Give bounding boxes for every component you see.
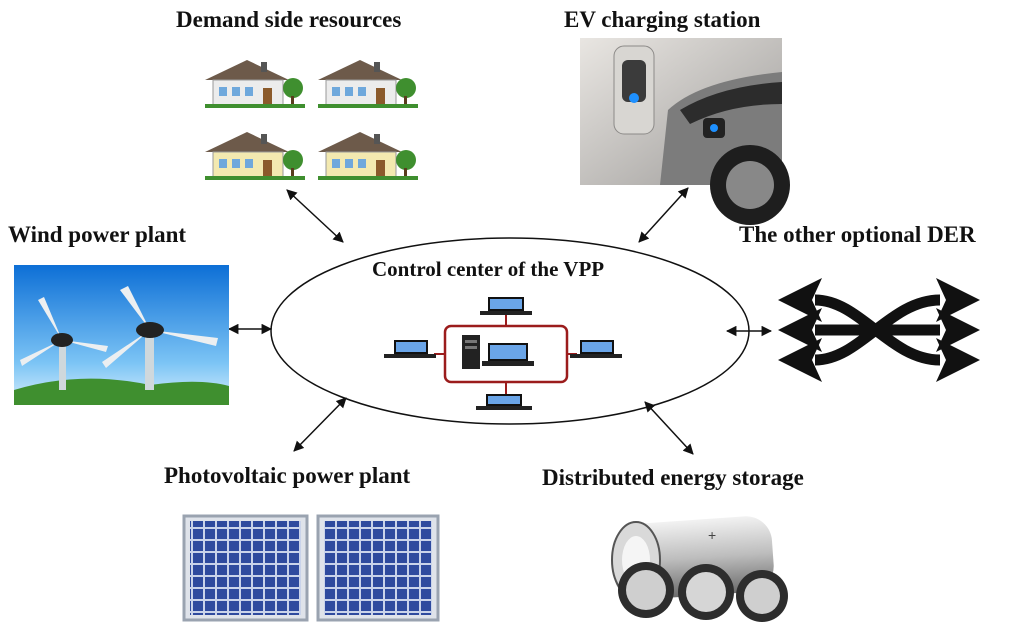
laptop-icon <box>476 394 532 410</box>
crossing-arrows-icon <box>814 294 941 366</box>
label-wind: Wind power plant <box>8 222 187 247</box>
arrow-photovoltaic <box>293 397 347 452</box>
label-other-der: The other optional DER <box>739 222 976 247</box>
arrow-storage <box>644 401 694 455</box>
label-photovoltaic: Photovoltaic power plant <box>164 463 411 488</box>
arrowheads <box>778 278 980 382</box>
houses-icon <box>205 60 418 180</box>
connection-arrows <box>227 187 773 455</box>
laptop-icon <box>482 343 534 366</box>
server-icon <box>462 335 480 369</box>
label-demand-side: Demand side resources <box>176 7 402 32</box>
laptop-icon <box>570 340 622 358</box>
center-title: Control center of the VPP <box>372 257 605 281</box>
label-storage: Distributed energy storage <box>542 465 804 490</box>
arrow-demand-side <box>286 189 344 243</box>
computer-network-icon <box>384 297 622 410</box>
laptop-icon <box>384 340 436 358</box>
arrow-ev-charging <box>638 187 689 243</box>
laptop-icon <box>480 297 532 315</box>
ev-charger-icon <box>580 38 790 225</box>
solar-panel-icon <box>182 514 440 622</box>
svg-text:+: + <box>708 527 716 543</box>
label-ev-charging: EV charging station <box>564 7 761 32</box>
battery-icon: + <box>611 516 788 622</box>
wind-turbine-icon <box>14 265 229 405</box>
